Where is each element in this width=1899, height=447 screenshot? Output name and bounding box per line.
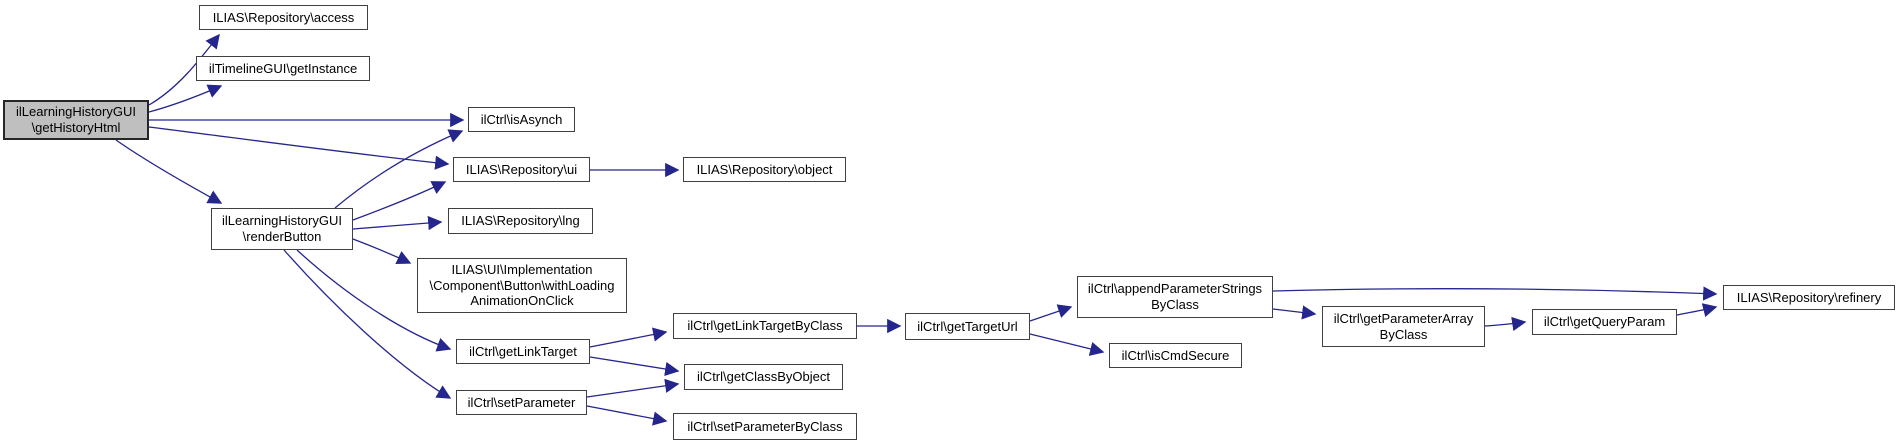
node-ilctrl-setparameter[interactable]: ilCtrl\setParameter [456,390,587,415]
edge-setparameter-to-getclassbyobject [586,378,680,398]
node-label: ILIAS\Repository\object [696,161,833,177]
node-label: ilCtrl\isAsynch [480,111,563,127]
node-ilctrl-getparameterarraybyclass[interactable]: ilCtrl\getParameterArray ByClass [1322,306,1485,347]
edge-renderbutton-to-setparameter [283,249,452,399]
node-ilctrl-gettargeturl[interactable]: ilCtrl\getTargetUrl [905,313,1030,340]
edge-setparameter-to-setparameterbyclass [586,405,668,426]
node-label: ilCtrl\getTargetUrl [917,318,1018,334]
edge-getparameterarray-to-getqueryparam [1484,316,1527,332]
node-ilias-repository-ui[interactable]: ILIAS\Repository\ui [453,157,590,182]
edge-gettargeturl-to-appendparameterstrings [1029,304,1073,322]
edge-renderbutton-to-lng [352,215,443,231]
node-label: ilCtrl\isCmdSecure [1121,347,1230,363]
node-label: ilCtrl\getLinkTargetByClass [687,318,843,334]
node-ilias-repository-access[interactable]: ILIAS\Repository\access [199,5,368,30]
edge-gethistoryhtml-to-ui [148,126,450,170]
node-label: ilCtrl\getParameterArray ByClass [1333,310,1474,342]
node-iltimelinegui-getinstance[interactable]: ilTimelineGUI\getInstance [196,56,370,81]
edge-gethistoryhtml-to-renderbutton [115,139,223,204]
edge-getqueryparam-to-refinery [1676,303,1718,318]
node-ilias-ui-button-withloadinganimationonclick[interactable]: ILIAS\UI\Implementation \Component\Butto… [417,258,627,313]
edge-renderbutton-to-withloading [352,238,412,264]
node-ilctrl-getlinktargetbyclass[interactable]: ilCtrl\getLinkTargetByClass [673,313,857,339]
node-ilctrl-getqueryparam[interactable]: ilCtrl\getQueryParam [1532,309,1677,335]
node-ilctrl-getlinktarget[interactable]: ilCtrl\getLinkTarget [456,339,590,364]
edge-getlinktarget-to-getclassbyobject [589,356,680,377]
node-label: ilTimelineGUI\getInstance [208,60,358,76]
node-label: ilCtrl\setParameter [467,394,576,410]
node-illearninghistorygui-gethistoryhtml[interactable]: ilLearningHistoryGUI \getHistoryHtml [3,100,149,140]
node-ilias-repository-refinery[interactable]: ILIAS\Repository\refinery [1723,285,1895,310]
edge-renderbutton-to-isasynch [334,129,464,209]
node-label: ILIAS\Repository\lng [461,213,580,229]
node-label: ilCtrl\appendParameterStrings ByClass [1087,281,1263,312]
edge-appendparameterstrings-to-refinery [1272,286,1718,301]
edge-getlinktarget-to-getlinktargetbyclass [589,327,668,348]
edge-gethistoryhtml-to-access [148,33,220,106]
node-ilias-repository-object[interactable]: ILIAS\Repository\object [683,157,846,182]
node-label: ILIAS\Repository\refinery [1736,289,1882,305]
node-label: ilCtrl\getQueryParam [1543,314,1666,330]
node-illearninghistorygui-renderbutton[interactable]: ilLearningHistoryGUI \renderButton [211,208,353,250]
node-label: ILIAS\Repository\access [212,9,355,25]
node-ilctrl-isasynch[interactable]: ilCtrl\isAsynch [468,107,575,132]
node-label: ilCtrl\getClassByObject [697,369,830,385]
edge-gettargeturl-to-iscmdsecure [1029,333,1105,356]
edge-renderbutton-to-getlinktarget [296,249,452,352]
node-label: ilLearningHistoryGUI \renderButton [222,213,342,244]
edge-renderbutton-to-ui [352,181,447,221]
node-label: ilLearningHistoryGUI \getHistoryHtml [16,104,136,135]
node-ilctrl-iscmdsecure[interactable]: ilCtrl\isCmdSecure [1109,343,1242,368]
node-ilctrl-setparameterbyclass[interactable]: ilCtrl\setParameterByClass [673,413,857,440]
node-ilias-repository-lng[interactable]: ILIAS\Repository\lng [448,208,593,234]
node-label: ilCtrl\getLinkTarget [469,343,577,359]
edge-gethistoryhtml-to-getinstance [148,84,223,113]
node-ilctrl-getclassbyobject[interactable]: ilCtrl\getClassByObject [684,364,843,390]
node-label: ILIAS\UI\Implementation \Component\Butto… [429,262,615,309]
node-label: ILIAS\Repository\ui [465,161,578,177]
edge-appendparameterstrings-to-getparameterarray [1272,305,1317,320]
node-ilctrl-appendparameterstringsbyclass[interactable]: ilCtrl\appendParameterStrings ByClass [1077,276,1273,318]
node-label: ilCtrl\setParameterByClass [687,418,843,434]
